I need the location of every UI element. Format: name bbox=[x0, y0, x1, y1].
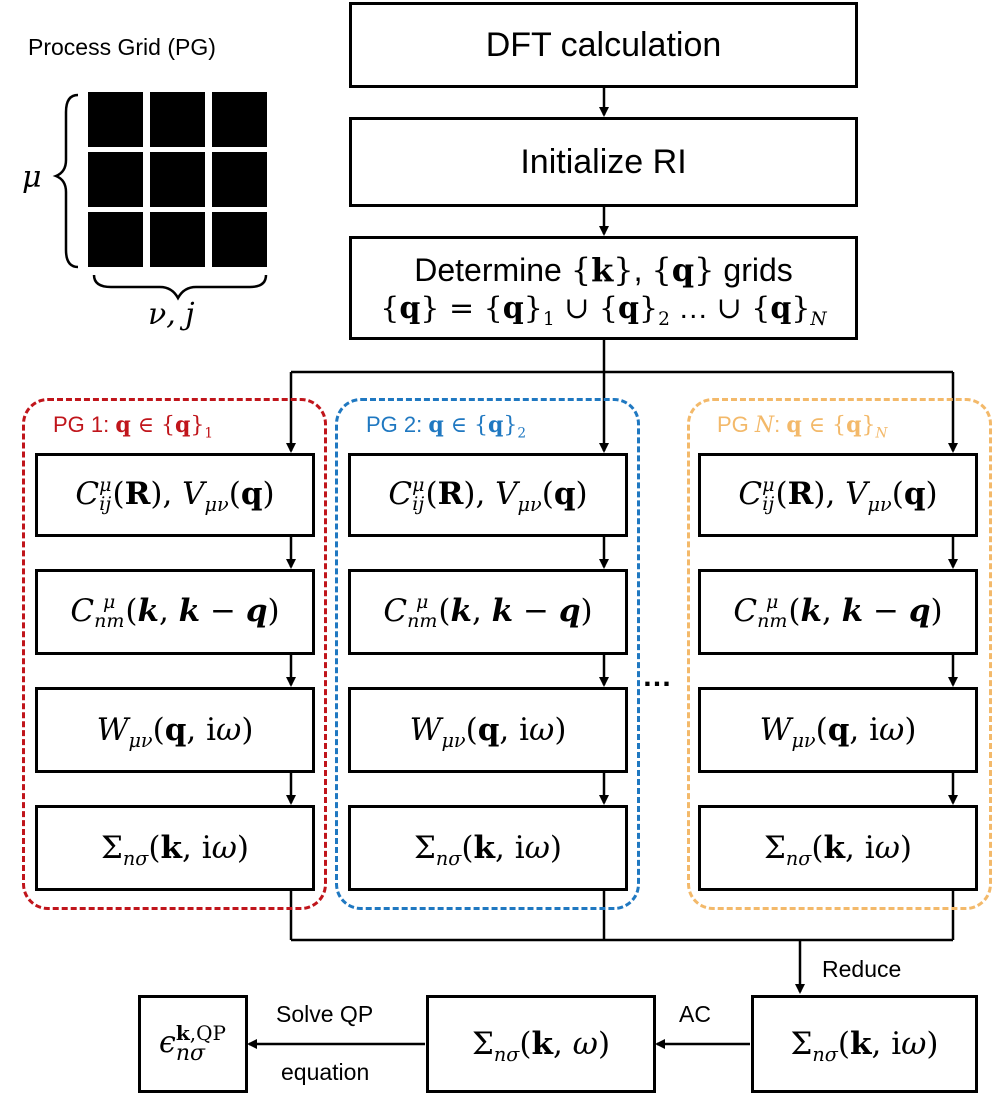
pgN-label: PG N: q ∈ {q}N bbox=[714, 412, 891, 440]
grid-cell bbox=[88, 152, 143, 207]
initialize-ri-label: Initialize RI bbox=[520, 142, 687, 181]
sigma-formula: Σnσ(k, iω) bbox=[100, 830, 249, 871]
pg2-label: PG 2: q ∈ {q}2 bbox=[363, 412, 530, 440]
ac-label: AC bbox=[679, 1001, 711, 1027]
sigma-formula: Σnσ(k, iω) bbox=[763, 830, 912, 871]
grid-cell bbox=[150, 212, 205, 267]
process-group-n bbox=[687, 398, 992, 910]
mu-brace bbox=[52, 93, 79, 269]
grid-cell bbox=[88, 92, 143, 147]
more-groups-ellipsis: … bbox=[642, 660, 672, 693]
nu-brace bbox=[92, 274, 268, 301]
sigma-real-box: Σnσ(k, ω) bbox=[426, 995, 656, 1093]
process-group-1 bbox=[22, 398, 327, 910]
pg1-w-box: Wμν(q, iω) bbox=[35, 687, 315, 773]
sigma-formula: Σnσ(k, iω) bbox=[413, 830, 562, 871]
initialize-ri-box: Initialize RI bbox=[349, 117, 858, 207]
w-formula: Wμν(q, iω) bbox=[96, 712, 254, 753]
determine-grids-line2: {q} = {q}1 ∪ {q}2 … ∪ {q}N bbox=[380, 290, 827, 330]
grid-cell bbox=[88, 212, 143, 267]
pgN-sigma-box: Σnσ(k, iω) bbox=[698, 805, 978, 891]
nu-j-label: ν, j bbox=[148, 297, 195, 332]
dft-calculation-label: DFT calculation bbox=[485, 25, 722, 64]
solve-qp-label-line2: equation bbox=[281, 1059, 370, 1085]
process-grid-title: Process Grid (PG) bbox=[28, 34, 216, 60]
sigma-real-formula: Σnσ(k, ω) bbox=[471, 1026, 611, 1067]
determine-grids-line1: Determine {k}, {q} grids bbox=[414, 250, 793, 289]
pg2-sigma-box: Σnσ(k, iω) bbox=[348, 805, 628, 891]
grid-cell bbox=[212, 92, 267, 147]
mu-label: μ bbox=[22, 160, 42, 195]
w-formula: Wμν(q, iω) bbox=[759, 712, 917, 753]
solve-qp-label-line1: Solve QP bbox=[276, 1001, 374, 1027]
determine-grids-box: Determine {k}, {q} grids {q} = {q}1 ∪ {q… bbox=[349, 236, 858, 340]
grid-cell bbox=[150, 152, 205, 207]
grid-cell bbox=[212, 212, 267, 267]
dft-calculation-box: DFT calculation bbox=[349, 2, 858, 88]
pg1-label: PG 1: q ∈ {q}1 bbox=[50, 412, 217, 440]
w-formula: Wμν(q, iω) bbox=[409, 712, 567, 753]
grid-cell bbox=[212, 152, 267, 207]
pg1-sigma-box: Σnσ(k, iω) bbox=[35, 805, 315, 891]
sigma-imag-box: Σnσ(k, iω) bbox=[751, 995, 978, 1093]
sigma-imag-formula: Σnσ(k, iω) bbox=[790, 1026, 939, 1067]
grid-cell bbox=[150, 92, 205, 147]
reduce-label: Reduce bbox=[822, 956, 902, 982]
pgN-w-box: Wμν(q, iω) bbox=[698, 687, 978, 773]
process-group-2 bbox=[335, 398, 640, 910]
pg2-w-box: Wμν(q, iω) bbox=[348, 687, 628, 773]
